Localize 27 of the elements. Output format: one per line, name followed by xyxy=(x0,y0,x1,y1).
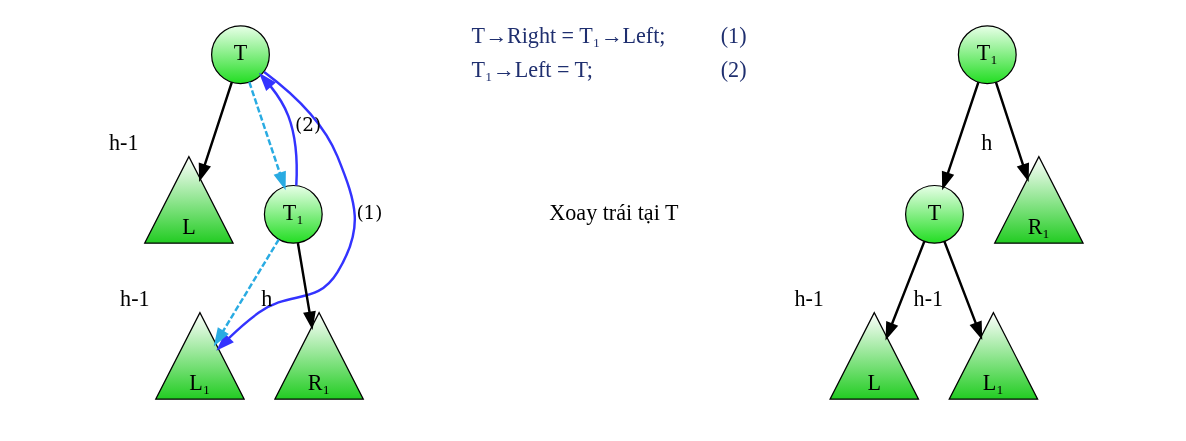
node-label: h xyxy=(981,129,993,155)
arrow xyxy=(198,81,233,182)
arrow xyxy=(258,72,298,186)
node-circle: T₁ xyxy=(957,25,1017,85)
label: T→Right = T₁→Left; xyxy=(471,22,666,48)
node-circle: T xyxy=(211,25,270,85)
label: T₁→Left = T; xyxy=(471,57,594,83)
label: (2) xyxy=(720,57,747,83)
node-circle: T₁ xyxy=(263,184,323,244)
arrow xyxy=(248,81,286,191)
edge-label: (1) xyxy=(356,201,383,223)
node-circle: T xyxy=(905,184,964,244)
node-label: h-1 xyxy=(794,285,824,311)
node-label: h-1 xyxy=(109,129,139,155)
node-label: h-1 xyxy=(913,285,944,311)
label: Xoay trái tại T xyxy=(549,199,679,225)
arrow xyxy=(885,241,926,341)
label: (1) xyxy=(720,22,747,48)
arrow xyxy=(213,238,280,347)
arrow xyxy=(994,81,1030,182)
arrow xyxy=(216,70,356,351)
arrow xyxy=(296,242,316,330)
arrow xyxy=(941,81,980,191)
edge-label: (2) xyxy=(295,113,322,135)
arrow xyxy=(943,241,983,340)
node-label: h xyxy=(261,285,273,311)
node-label: h-1 xyxy=(120,285,150,311)
